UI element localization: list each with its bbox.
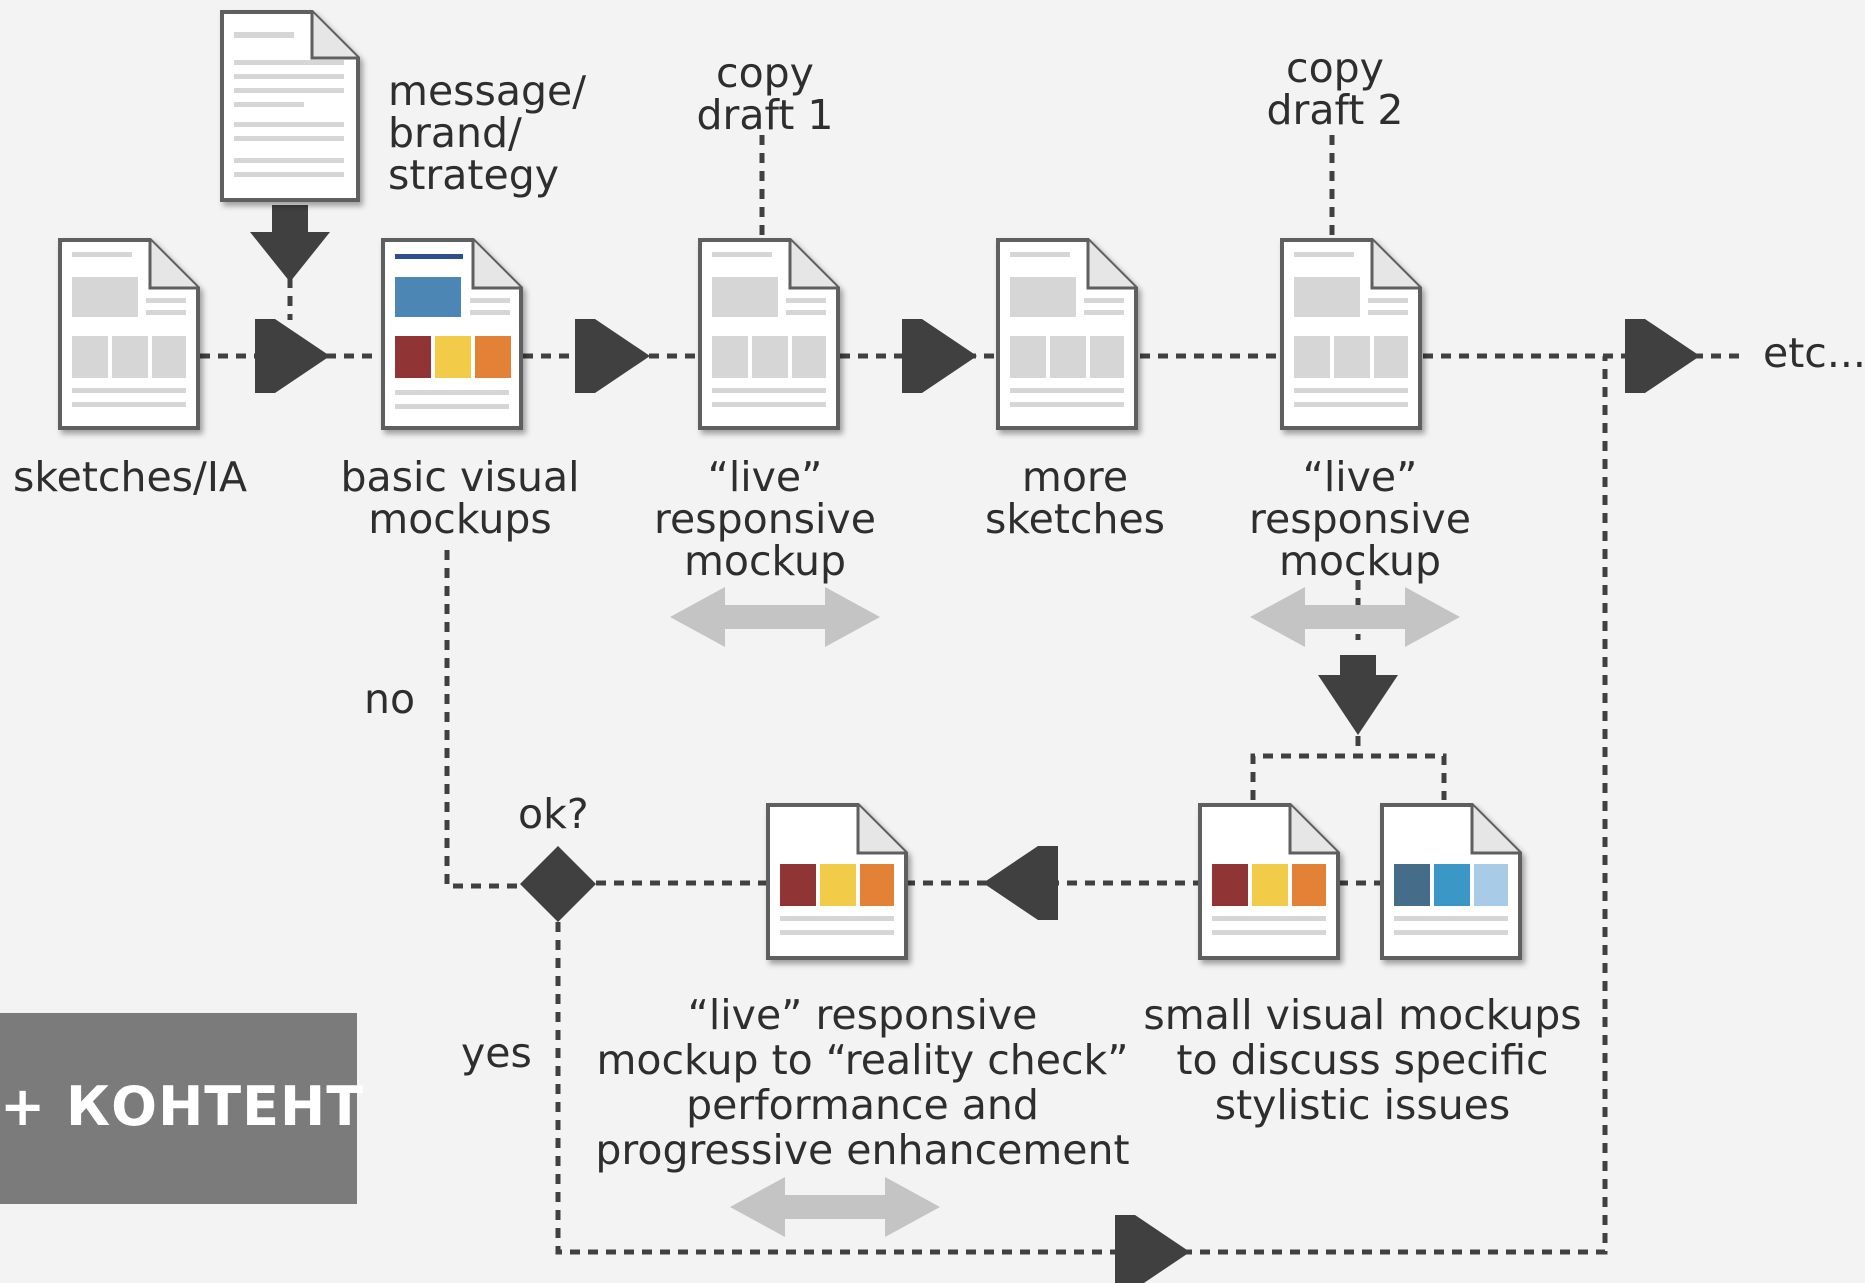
- label-ok: ok?: [518, 790, 589, 838]
- label-yes: yes: [461, 1029, 532, 1077]
- label-etc: etc...: [1763, 329, 1865, 377]
- arrow-right-bottom: [1115, 1215, 1190, 1283]
- arrow-left: [983, 846, 1058, 920]
- label-live-mockup-1: “live” responsive mockup: [654, 453, 876, 585]
- document-live-mockup-2: [1280, 238, 1422, 430]
- label-no: no: [364, 675, 416, 723]
- label-small-visual-mockups: small visual mockups to discuss specific…: [1143, 991, 1582, 1129]
- document-basic-mockups: [381, 238, 523, 430]
- double-arrow-live2: [1250, 587, 1460, 647]
- arrow-right-2: [575, 319, 650, 393]
- label-basic-visual-mockups: basic visual mockups: [340, 453, 580, 543]
- label-live-mockup-2: “live” responsive mockup: [1249, 453, 1471, 585]
- document-sketches: [58, 238, 200, 430]
- arrow-right-4: [1625, 319, 1700, 393]
- label-reality-check: “live” responsive mockup to “reality che…: [595, 991, 1130, 1174]
- document-small-mockup-cool: [1380, 803, 1522, 960]
- label-copy-draft-1: copy draft 1: [696, 49, 834, 139]
- double-arrow-live1: [670, 587, 880, 647]
- document-reality-check: [766, 803, 908, 960]
- document-message: [220, 10, 360, 202]
- decision-diamond: [520, 846, 596, 922]
- arrow-right-3: [902, 319, 977, 393]
- document-more-sketches: [996, 238, 1138, 430]
- label-copy-draft-2: copy draft 2: [1266, 44, 1404, 134]
- document-small-mockup-warm: [1198, 803, 1340, 960]
- label-message: message/ brand/ strategy: [388, 67, 587, 199]
- arrow-right-1: [255, 319, 330, 393]
- content-overlay-badge: + КОНТЕНТ: [0, 1013, 363, 1204]
- double-arrows: [670, 587, 1460, 1237]
- label-more-sketches: more sketches: [984, 453, 1166, 543]
- line-split: [1250, 753, 1447, 800]
- label-sketches-ia: sketches/IA: [12, 453, 247, 501]
- line-no-branch: [444, 550, 525, 889]
- document-live-mockup-1: [698, 238, 840, 430]
- arrow-down-live2: [1318, 655, 1398, 735]
- double-arrow-reality: [730, 1177, 940, 1237]
- arrow-heads: [250, 205, 1700, 1283]
- content-overlay-text: + КОНТЕНТ: [0, 1075, 365, 1138]
- line-yes-loop: [555, 356, 1608, 1255]
- arrow-down-message: [250, 205, 330, 282]
